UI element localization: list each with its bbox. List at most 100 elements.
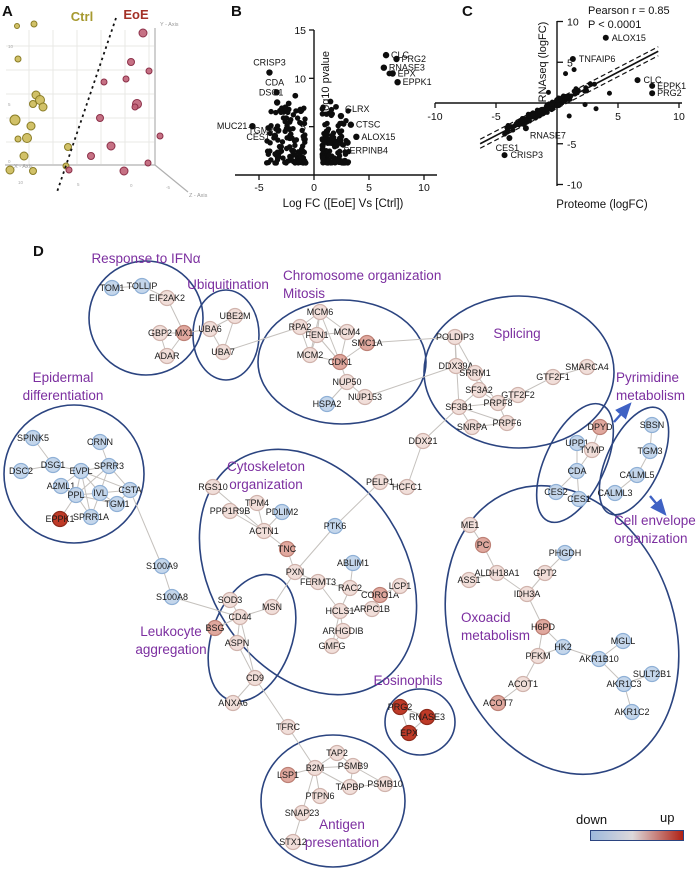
node-TAPBP: TAPBP <box>336 778 364 796</box>
legend-gradient-bar <box>590 830 684 841</box>
node-label: GTF2F2 <box>501 390 535 400</box>
cluster-ellipse <box>257 299 427 425</box>
cluster-label: Splicing <box>493 326 540 341</box>
node-label: SPRR1A <box>73 512 109 522</box>
node-label: HK2 <box>554 642 572 652</box>
node-SRRM1: SRRM1 <box>459 364 491 382</box>
node-TGM3: TGM3 <box>637 442 663 460</box>
node-CD44: CD44 <box>228 608 252 626</box>
node-label: CALML5 <box>619 470 654 480</box>
svg-text:5: 5 <box>567 57 573 69</box>
node-label: A2ML1 <box>47 481 76 491</box>
svg-text:-5: -5 <box>254 182 263 194</box>
node-UBA7: UBA7 <box>211 343 235 361</box>
node-UPP1: UPP1 <box>565 434 589 452</box>
node-label: PFKM <box>525 651 550 661</box>
svg-text:5: 5 <box>615 111 621 123</box>
cluster-label: Cytoskeleton <box>227 459 305 474</box>
cluster-label: organization <box>614 531 688 546</box>
node-label: MCM6 <box>307 307 334 317</box>
node-label: PSMB10 <box>367 779 403 789</box>
node-label: GTF2F1 <box>536 372 570 382</box>
node-CRNN: CRNN <box>87 433 113 451</box>
cluster-ellipse <box>88 260 204 376</box>
node-label: PRPF6 <box>492 418 521 428</box>
node-DSG1: DSG1 <box>41 456 65 474</box>
node-ANXA6: ANXA6 <box>218 694 248 712</box>
node-HK2: HK2 <box>554 638 572 656</box>
node-label: ANXA6 <box>218 698 248 708</box>
node-label: EVPL <box>69 466 92 476</box>
node-ADAR: ADAR <box>154 347 180 365</box>
node-label: NUP153 <box>348 392 382 402</box>
node-SOD3: SOD3 <box>218 591 242 609</box>
node-SPRR3: SPRR3 <box>94 457 124 475</box>
node-label: PC <box>477 540 490 550</box>
gene-label: CLC <box>391 50 410 60</box>
node-label: HCLS1 <box>325 606 354 616</box>
node-LCP1: LCP1 <box>389 577 411 595</box>
node-PRG2: PRG2 <box>388 698 412 716</box>
cluster-label: Chromosome organization <box>283 268 441 283</box>
gene-label: EPX <box>398 68 416 78</box>
node-HCFC1: HCFC1 <box>392 478 422 496</box>
gene-label: GLRX <box>345 104 370 114</box>
gene-label: RNASE3 <box>389 63 425 73</box>
node-NUP153: NUP153 <box>348 388 382 406</box>
node-label: DPYD <box>587 422 613 432</box>
node-label: IDH3A <box>514 589 541 599</box>
node-label: GBP2 <box>148 328 172 338</box>
node-GPT2: GPT2 <box>533 564 557 582</box>
cluster-label: differentiation <box>23 388 104 403</box>
panel-b-label: B <box>231 3 242 20</box>
node-HSPA2: HSPA2 <box>313 395 341 413</box>
cluster-label: Pyrimidine <box>616 370 679 385</box>
pointer-arrow <box>649 495 667 516</box>
pointer-arrow <box>613 402 632 423</box>
cluster-ellipse <box>260 734 406 868</box>
svg-text:Y - Axis: Y - Axis <box>160 22 179 28</box>
node-label: UBE2M <box>219 311 250 321</box>
node-label: H6PD <box>531 622 556 632</box>
cluster-label: Response to IFNα <box>91 251 200 266</box>
node-EIF2AK2: EIF2AK2 <box>149 289 185 307</box>
gene-label: SERPINB4 <box>344 146 389 156</box>
node-PELP1: PELP1 <box>366 473 394 491</box>
node-DSC2: DSC2 <box>9 462 33 480</box>
node-label: ALDH18A1 <box>474 568 519 578</box>
node-EVPL: EVPL <box>69 462 93 480</box>
cluster-label: Epidermal <box>33 370 94 385</box>
stats-text: P < 0.0001 <box>588 19 641 31</box>
node-IDH3A: IDH3A <box>514 585 541 603</box>
node-ARHGDIB: ARHGDIB <box>322 622 364 640</box>
node-HCLS1: HCLS1 <box>325 602 355 620</box>
cluster-label: metabolism <box>616 388 685 403</box>
legend-down-label: down <box>576 812 608 827</box>
node-TOM1: TOM1 <box>100 279 124 297</box>
node-PC: PC <box>474 536 492 554</box>
node-S100A9: S100A9 <box>146 557 178 575</box>
node-ABLIM1: ABLIM1 <box>337 554 369 572</box>
node-ASPN: ASPN <box>225 634 249 652</box>
node-GTF2F1: GTF2F1 <box>536 368 570 386</box>
node-label: ADAR <box>154 351 180 361</box>
node-ACOT7: ACOT7 <box>483 694 513 712</box>
cluster-label: presentation <box>305 835 379 850</box>
node-A2ML1: A2ML1 <box>47 477 76 495</box>
svg-text:X - Axis: X - Axis <box>14 164 33 170</box>
node-label: S100A8 <box>156 592 188 602</box>
cluster-ellipse <box>423 295 615 449</box>
node-label: CDA <box>567 466 586 476</box>
node-MGLL: MGLL <box>611 632 635 650</box>
node-RNASE3: RNASE3 <box>409 708 445 726</box>
node-GBP2: GBP2 <box>148 324 172 342</box>
node-TNC: TNC <box>278 540 297 558</box>
node-label: DDX21 <box>408 436 437 446</box>
svg-text:Z - Axis: Z - Axis <box>189 193 208 199</box>
node-label: AKR1C2 <box>614 707 649 717</box>
node-label: BSG <box>205 623 224 633</box>
svg-text:5: 5 <box>366 182 372 194</box>
node-label: FEN1 <box>305 330 328 340</box>
